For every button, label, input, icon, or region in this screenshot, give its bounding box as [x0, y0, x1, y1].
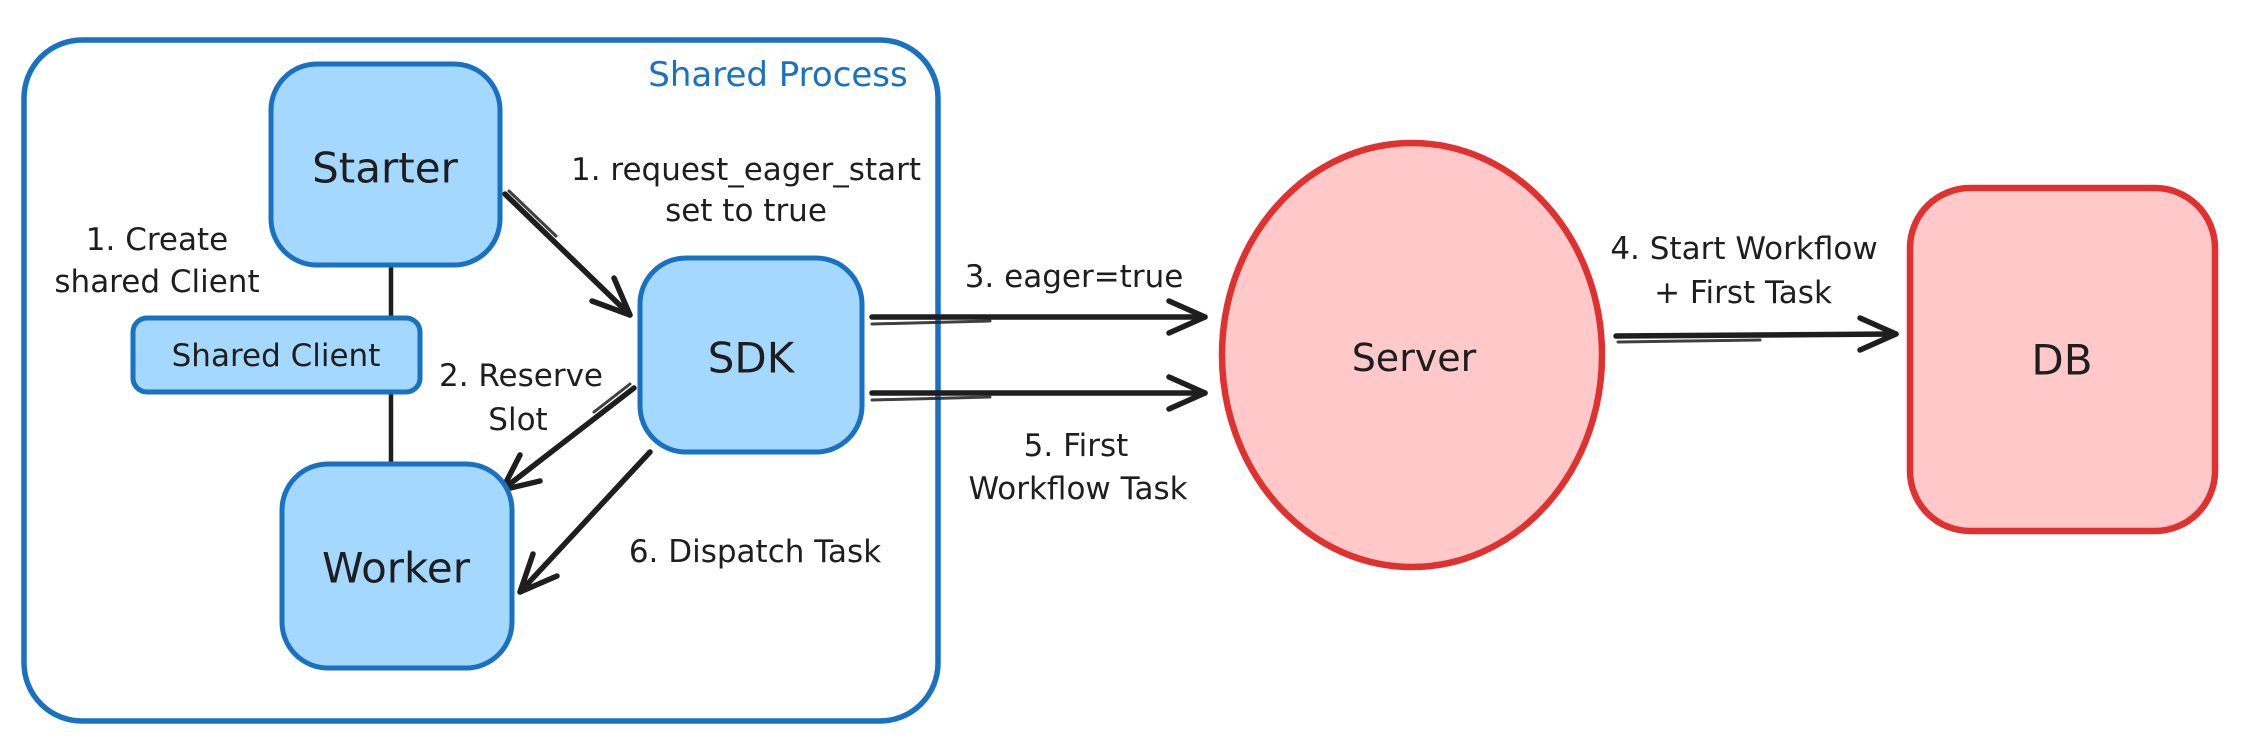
reserve-slot-line2: Slot [488, 402, 547, 438]
shared-client-box [130, 315, 423, 395]
node-shared-client: Shared Client [130, 315, 423, 395]
annotation-start-workflow: 4. Start Workflow + First Task [1610, 231, 1877, 311]
arrow-start-workflow [1613, 315, 1899, 353]
node-worker: Worker [279, 461, 515, 671]
shared-process-label: Shared Process [648, 55, 907, 95]
start-workflow-line1: 4. Start Workflow [1610, 231, 1877, 267]
shared-process-group: Shared Process [21, 37, 941, 724]
node-sdk: SDK [637, 255, 865, 455]
annotation-eager-true: 3. eager=true [965, 259, 1184, 295]
worker-label: Worker [322, 544, 471, 593]
node-db: DB [1906, 184, 2219, 535]
node-server: Server [1218, 139, 1606, 571]
dispatch-task-label: 6. Dispatch Task [629, 534, 881, 570]
annotation-create-shared-client: 1. Create shared Client [54, 222, 259, 300]
starter-box [268, 61, 503, 268]
db-box [1906, 184, 2219, 535]
starter-label: Starter [312, 144, 458, 193]
annotation-first-workflow-task: 5. First Workflow Task [968, 428, 1187, 507]
start-workflow-line2: + First Task [1654, 275, 1832, 311]
node-starter: Starter [268, 61, 503, 268]
arrow-first-workflow-task [869, 374, 1208, 412]
annotation-dispatch-task: 6. Dispatch Task [629, 534, 881, 570]
sdk-label: SDK [708, 334, 796, 383]
first-workflow-task-line1: 5. First [1024, 428, 1129, 464]
request-eager-start-line1: 1. request_eager_start [571, 152, 921, 188]
arrow-eager-true [869, 298, 1208, 336]
server-ellipse [1218, 139, 1606, 571]
request-eager-start-line2: set to true [665, 193, 827, 229]
reserve-slot-line1: 2. Reserve [439, 358, 603, 394]
eager-true-label: 3. eager=true [965, 259, 1184, 295]
create-shared-client-line2: shared Client [54, 264, 259, 300]
shared-client-label: Shared Client [172, 338, 381, 374]
arrow-request-eager-start [502, 189, 633, 318]
shared-process-frame [21, 37, 941, 724]
annotation-request-eager-start: 1. request_eager_start set to true [571, 152, 921, 229]
worker-box [279, 461, 515, 671]
annotation-reserve-slot: 2. Reserve Slot [439, 358, 603, 438]
arrow-dispatch-task [517, 449, 653, 595]
first-workflow-task-line2: Workflow Task [968, 471, 1187, 507]
db-label: DB [2031, 336, 2092, 385]
sdk-box [637, 255, 865, 455]
server-label: Server [1352, 336, 1477, 380]
create-shared-client-line1: 1. Create [86, 222, 228, 258]
